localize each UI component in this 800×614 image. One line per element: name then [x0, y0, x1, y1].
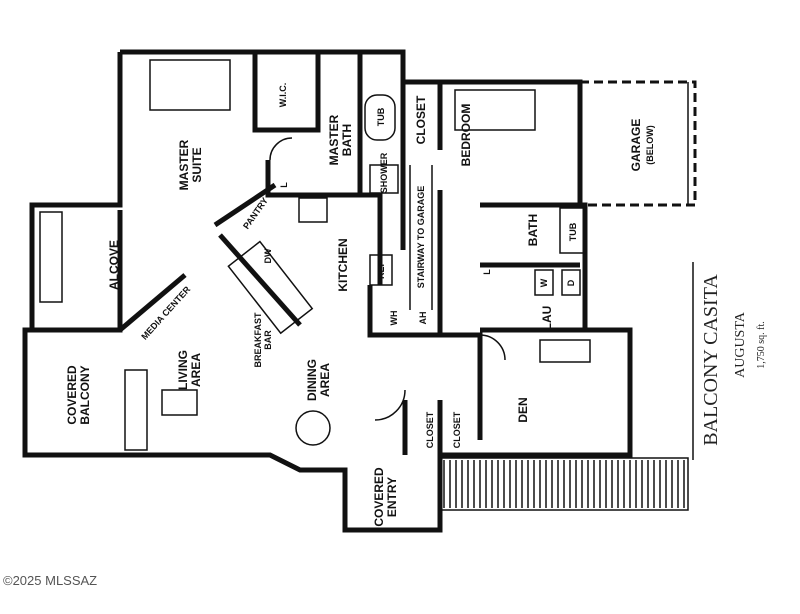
closet-label-3: CLOSET — [452, 411, 462, 448]
plan-title: BALCONY CASITA — [700, 274, 722, 446]
linen-label: L — [279, 182, 289, 188]
living-area-label: LIVINGAREA — [176, 350, 203, 390]
stairway-label: STAIRWAY TO GARAGE — [416, 186, 426, 289]
master-suite-label: MASTERSUITE — [177, 139, 204, 190]
deck-outline — [439, 457, 689, 511]
garage-label: GARAGE(BELOW) — [629, 119, 655, 172]
alcove-label: ALCOVE — [107, 240, 121, 290]
interior-walls — [32, 52, 591, 455]
bedroom-label: BEDROOM — [459, 104, 473, 167]
tub-label: TUB — [376, 107, 386, 126]
kitchen-label: KITCHEN — [336, 238, 350, 291]
master-bath-label: MASTERBATH — [327, 114, 354, 165]
den-label: DEN — [516, 397, 530, 422]
water-heater-label: WH — [389, 311, 399, 326]
breakfast-bar-label: BREAKFASTBAR — [253, 312, 273, 368]
covered-balcony-label: COVEREDBALCONY — [65, 365, 92, 425]
air-handler-label: AH — [418, 312, 428, 325]
closet-label-2: CLOSET — [425, 411, 435, 448]
bath-label: BATH — [526, 214, 540, 246]
dw-label: DW — [263, 248, 273, 263]
linen-label-2: L — [482, 269, 492, 275]
wic-label: W.I.C. — [278, 83, 288, 108]
dryer-label: D — [566, 279, 576, 286]
garage-outline — [578, 80, 697, 207]
ref-label: REF — [376, 260, 386, 279]
plan-model: AUGUSTA — [733, 311, 748, 378]
closet-label: CLOSET — [414, 95, 428, 144]
deck-stairs — [443, 460, 685, 508]
laundry-label: LAU — [540, 306, 554, 331]
dining-area-label: DININGAREA — [305, 359, 332, 401]
washer-label: W — [539, 278, 549, 287]
tub-label-2: TUB — [568, 222, 578, 241]
plan-area: 1,750 sq. ft. — [756, 321, 767, 369]
watermark: ©2025 MLSSAZ — [3, 573, 97, 588]
shower-label: SHOWER — [379, 152, 389, 193]
covered-entry-label: COVEREDENTRY — [372, 467, 399, 527]
